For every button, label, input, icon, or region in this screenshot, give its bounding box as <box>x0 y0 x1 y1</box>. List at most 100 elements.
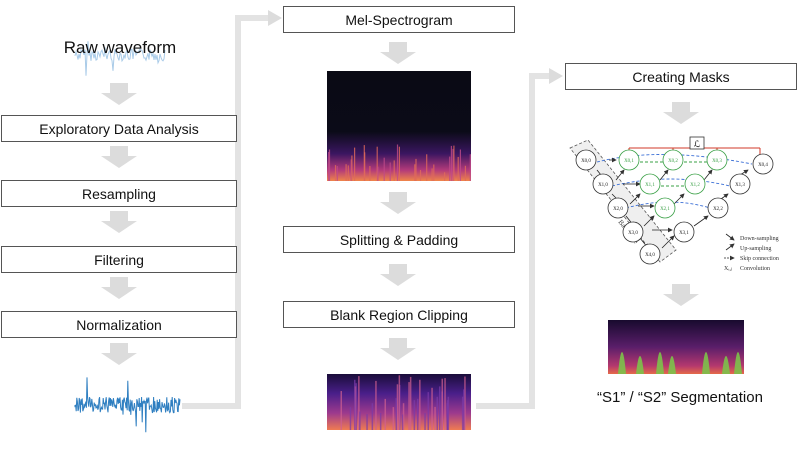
col3-arrows <box>663 102 699 306</box>
spectrogram-streak <box>354 379 356 430</box>
unet-node <box>729 173 751 195</box>
mask-peak <box>668 356 676 374</box>
step-filtering: Filtering <box>1 246 237 273</box>
legend-down-sampling: Down-sampling <box>740 236 779 242</box>
legend-conv-symbol: Xᵢ,ⱼ <box>724 266 732 272</box>
spectrogram-streak <box>345 164 347 181</box>
spectrogram-streak <box>376 146 378 181</box>
unet-node-label: X1,1 <box>645 183 655 188</box>
unet-node <box>684 173 706 195</box>
unet-node <box>706 149 728 171</box>
spectrogram-streak <box>369 166 371 181</box>
spectrogram-streak <box>431 387 433 430</box>
spectrogram-streak <box>464 376 466 430</box>
normalized-waveform-trace <box>74 377 181 433</box>
col2-arrows <box>380 42 416 360</box>
raw-waveform-trace <box>74 41 166 76</box>
legend-skip-connection: Skip connection <box>740 256 779 262</box>
mask-peak <box>722 356 730 374</box>
unet-node-label: X0,0 <box>581 159 591 164</box>
spectrogram-streak <box>419 170 422 181</box>
spectrogram-streak <box>366 414 368 430</box>
down-arrow <box>101 277 137 299</box>
mask-peak <box>734 352 742 374</box>
spectrogram-streak <box>396 384 399 430</box>
unet-node-label: X2,1 <box>660 207 670 212</box>
unet-node <box>622 221 644 243</box>
unetpp-diagram: Backbone ℒ <box>569 136 779 272</box>
step-normalization: Normalization <box>1 311 237 338</box>
legend-up-sampling: Up-sampling <box>740 246 771 252</box>
spectrogram-streak <box>340 391 342 430</box>
spectrogram-streak <box>347 165 349 181</box>
spectrogram-streak <box>415 158 417 181</box>
unet-legend: Down-sampling Up-sampling Skip connectio… <box>724 233 779 272</box>
unet-node-label: X2,2 <box>713 207 723 212</box>
step-exploratory-data-analysis: Exploratory Data Analysis <box>1 115 237 142</box>
down-arrow <box>380 338 416 360</box>
spectrogram-streak <box>426 154 428 181</box>
step-mel-spectrogram: Mel-Spectrogram <box>283 6 515 33</box>
spectrogram-streak <box>414 164 416 181</box>
spectrogram-streak <box>393 160 395 181</box>
spectrogram-streak <box>469 154 471 181</box>
loss-symbol: ℒ <box>694 139 701 149</box>
down-arrow <box>380 192 416 214</box>
connector-arrowhead-col3 <box>549 68 563 84</box>
down-arrow <box>663 102 699 124</box>
connector-arrowhead-col2 <box>268 10 282 26</box>
down-arrow <box>101 211 137 233</box>
unet-node-label: X3,1 <box>679 231 689 236</box>
spectrogram-streak <box>431 168 433 181</box>
spectrogram-streak <box>457 157 459 181</box>
unet-node-label: X4,0 <box>645 253 655 258</box>
spectrogram-streak <box>398 375 401 430</box>
down-arrow <box>380 42 416 64</box>
spectrogram-streak <box>334 165 337 181</box>
spectrogram-streak <box>424 413 426 430</box>
raw-waveform <box>74 41 166 76</box>
down-arrow <box>380 264 416 286</box>
unet-node <box>662 149 684 171</box>
step-blank-region-clipping: Blank Region Clipping <box>283 301 515 328</box>
col1-arrows <box>101 83 137 365</box>
spectrogram-streak <box>383 157 385 181</box>
spectrogram-streak <box>427 392 429 430</box>
spectrogram-streak <box>434 406 436 430</box>
down-arrow <box>101 83 137 105</box>
unet-node-label: X2,0 <box>613 207 623 212</box>
mask-peak <box>618 352 626 374</box>
spectrogram-streak <box>398 146 400 181</box>
normalized-waveform <box>74 377 181 433</box>
spectrogram-streak <box>463 389 465 430</box>
unet-node <box>618 149 640 171</box>
down-arrow <box>101 146 137 168</box>
mel-spectrogram-image <box>327 71 471 181</box>
unet-node <box>639 243 661 265</box>
spectrogram-streak <box>464 165 466 181</box>
spectrogram-streak <box>371 403 374 430</box>
unet-node-label: X1,2 <box>690 183 700 188</box>
connector-col1-col2 <box>182 15 272 409</box>
spectrogram-streak <box>402 403 405 430</box>
spectrogram-streak <box>351 155 353 181</box>
spectrogram-streak <box>377 166 379 181</box>
spectrogram-streak <box>392 407 395 430</box>
spectrogram-streak <box>447 396 450 430</box>
spectrogram-streak <box>328 152 330 181</box>
step-splitting-padding: Splitting & Padding <box>283 226 515 253</box>
spectrogram-streak <box>413 400 416 430</box>
spectrogram-streak <box>417 398 419 430</box>
spectrogram-streak <box>349 407 352 430</box>
spectrogram-streak <box>433 164 435 181</box>
spectrogram-streak <box>453 145 455 181</box>
unet-node <box>707 197 729 219</box>
unet-node <box>592 173 614 195</box>
spectrogram-streak <box>449 156 451 181</box>
clipped-spectrogram-image <box>327 374 471 430</box>
spectrogram-streak <box>452 148 454 181</box>
spectrogram-streak <box>459 149 461 181</box>
spectrogram-streak <box>359 411 361 430</box>
spectrogram-streak <box>358 376 360 430</box>
down-arrow <box>663 284 699 306</box>
